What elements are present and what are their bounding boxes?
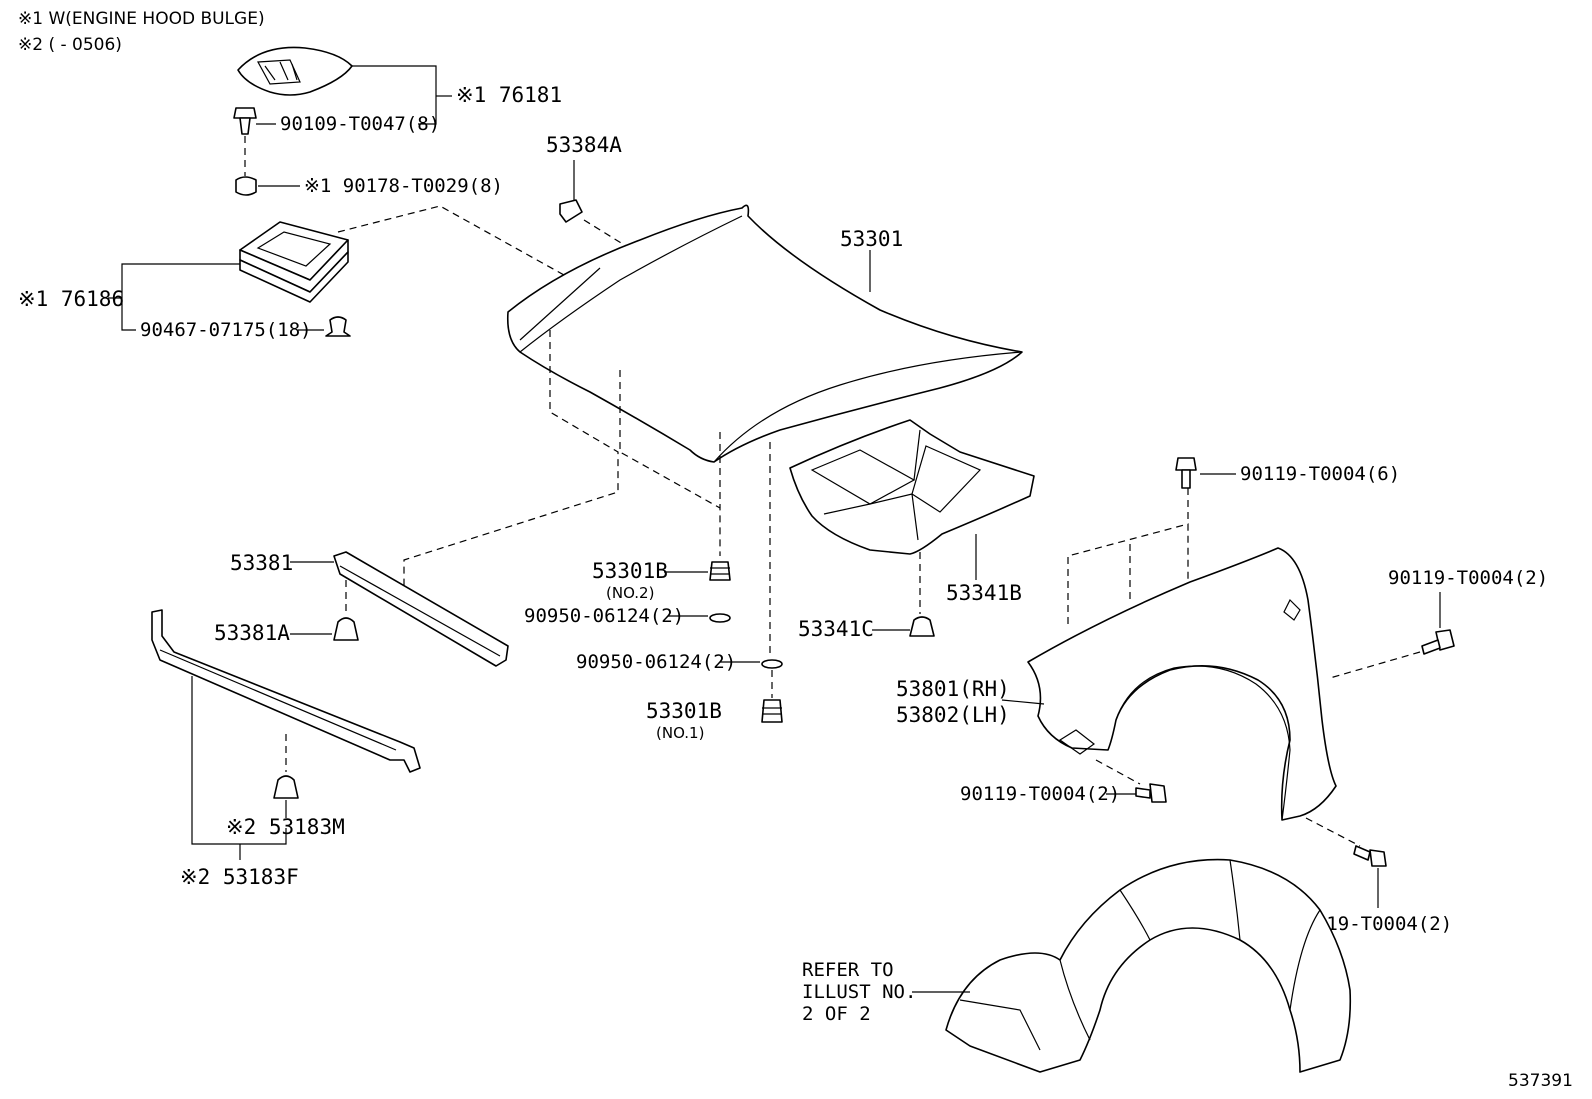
hood-bulge-part[interactable] [237,46,353,96]
label-90119-bottom[interactable]: 90119-T0004(2) [1292,913,1452,935]
label-90950-b[interactable]: 90950-06124(2) [576,651,736,673]
label-90119-right[interactable]: 90119-T0004(2) [1388,567,1548,589]
bracket-76186 [121,263,240,331]
label-no2: (NO.2) [606,584,654,602]
label-53301B-no1[interactable]: 53301B [646,699,722,723]
label-53183F[interactable]: ※2 53183F [180,865,299,889]
label-no1: (NO.1) [656,724,704,742]
label-53381A[interactable]: 53381A [214,621,290,645]
label-53301B-no2[interactable]: 53301B [592,559,668,583]
label-53301[interactable]: 53301 [840,227,903,251]
label-90109[interactable]: 90109-T0047(8) [280,113,440,135]
bolt-90119-top[interactable] [1175,457,1197,489]
note-date-range: ※2 ( - 0506) [18,35,122,55]
label-53801[interactable]: 53801(RH) [896,677,1010,701]
note-engine-hood-bulge: ※1 W(ENGINE HOOD BULGE) [18,9,265,29]
seal-76186[interactable] [239,221,349,303]
label-53341B[interactable]: 53341B [946,581,1022,605]
label-2-of-2: 2 OF 2 [802,1003,871,1025]
clip-53183M[interactable] [273,775,299,799]
clip-53381A[interactable] [333,617,359,641]
nut-90178[interactable] [235,176,257,196]
washer-90950-b[interactable] [761,659,783,669]
cushion-53384A[interactable] [559,199,583,223]
label-53802[interactable]: 53802(LH) [896,703,1010,727]
washer-90950-a[interactable] [709,613,731,623]
label-90119-top[interactable]: 90119-T0004(6) [1240,463,1400,485]
label-illust-no: ILLUST NO. [802,981,916,1003]
bolt-90119-mid[interactable] [1135,783,1167,803]
bracket-76181 [352,65,437,125]
cushion-53301B-no2[interactable] [709,561,731,581]
label-90950-a[interactable]: 90950-06124(2) [524,605,684,627]
fender-liner[interactable] [945,858,1352,1073]
hood-insulator-53341B[interactable] [789,419,1035,555]
label-90467[interactable]: 90467-07175(18) [140,319,312,341]
seal-53183F[interactable] [151,609,421,773]
clip-90467[interactable] [325,316,351,337]
label-76186[interactable]: ※1 76186 [18,287,124,311]
seal-53381[interactable] [333,551,509,667]
cushion-53301B-no1[interactable] [761,699,783,723]
label-90178[interactable]: ※1 90178-T0029(8) [304,175,503,197]
label-53381[interactable]: 53381 [230,551,293,575]
bolt-90119-right[interactable] [1421,629,1455,655]
label-53183M[interactable]: ※2 53183M [226,815,345,839]
label-refer-to: REFER TO [802,959,894,981]
front-fender-53801-53802[interactable] [1027,547,1337,821]
label-76181[interactable]: ※1 76181 [456,83,562,107]
label-53341C[interactable]: 53341C [798,617,874,641]
label-53384A[interactable]: 53384A [546,133,622,157]
engine-hood-53301[interactable] [506,204,1023,463]
clip-90109[interactable] [233,107,257,135]
illustration-number: 537391 [1508,1071,1573,1091]
clip-53341C[interactable] [909,616,935,637]
label-90119-mid[interactable]: 90119-T0004(2) [960,783,1120,805]
bolt-90119-bottom[interactable] [1353,845,1387,867]
